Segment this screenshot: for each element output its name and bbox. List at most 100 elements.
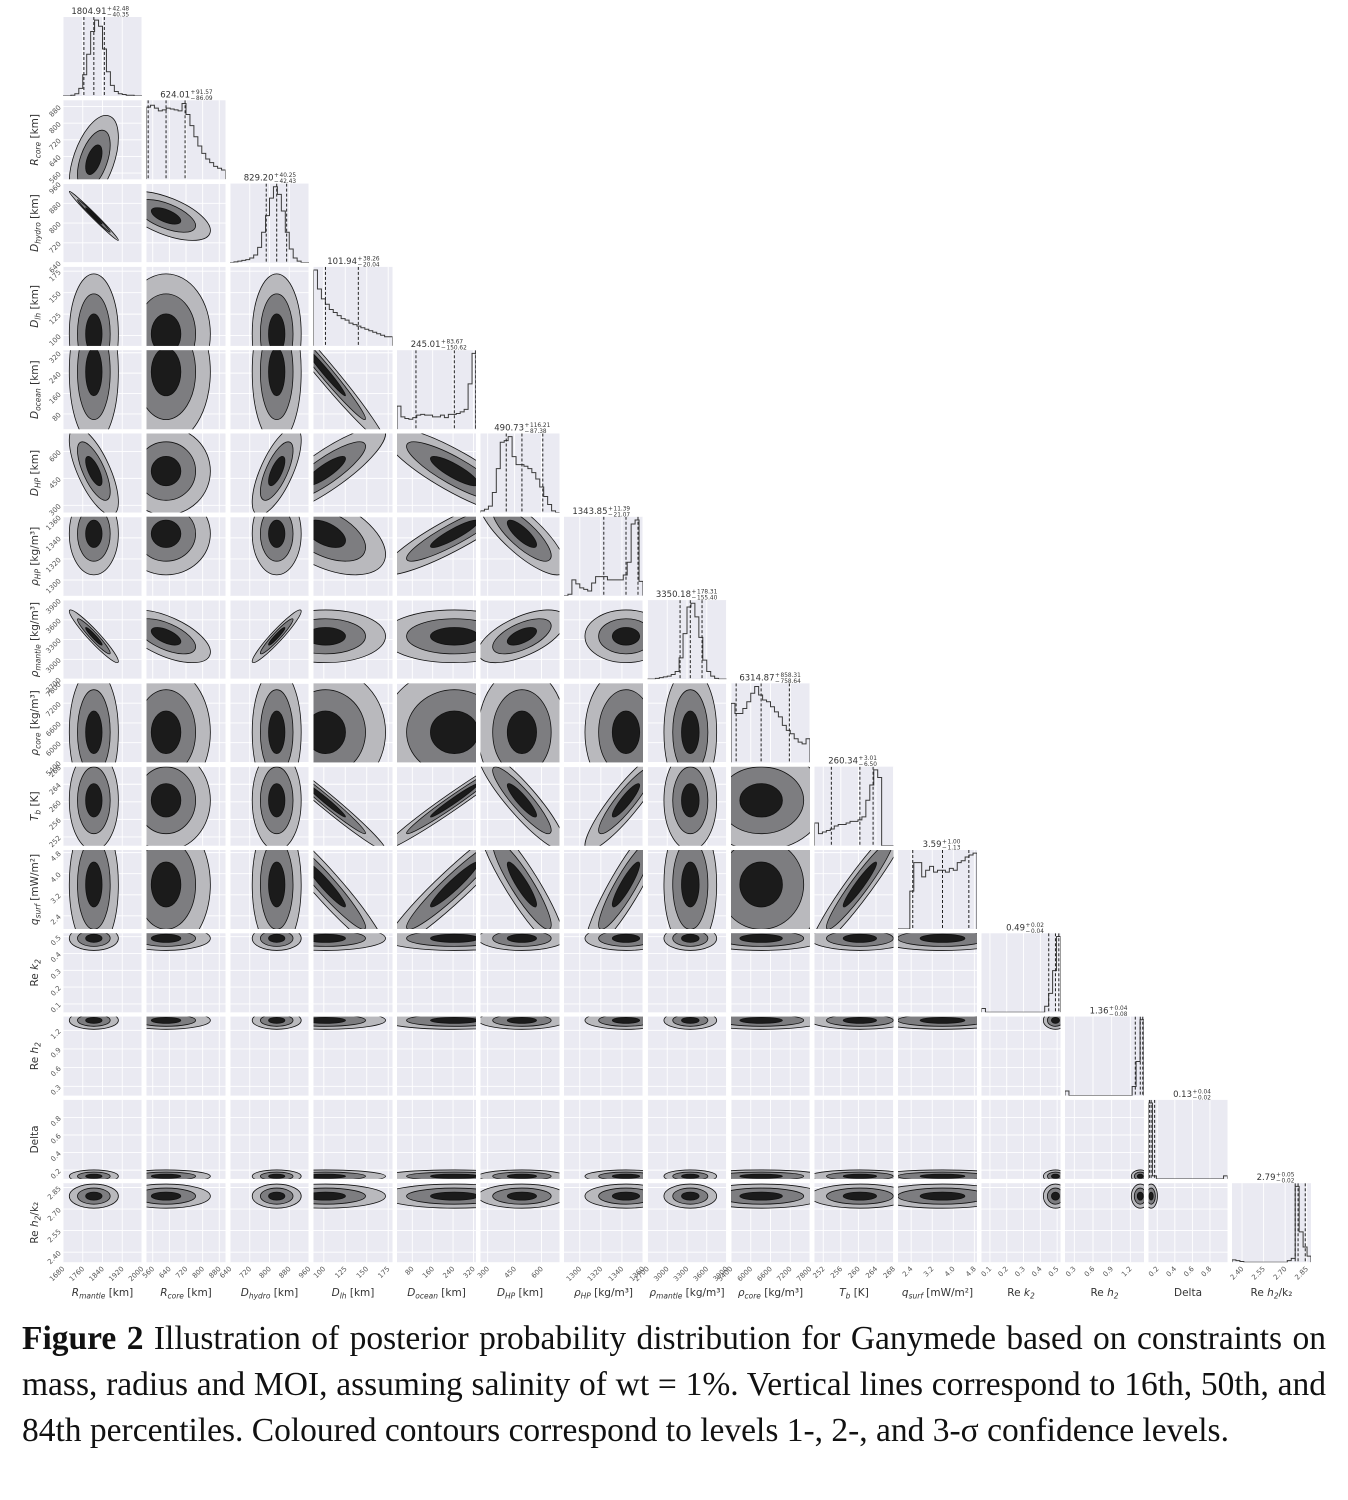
- axis-label-symbol: k: [1024, 1287, 1031, 1299]
- panel-background: [564, 1016, 643, 1096]
- panel-content: [1148, 1099, 1228, 1179]
- minus-sign: −: [942, 846, 947, 852]
- histogram-steps: [564, 519, 643, 596]
- panel-content: [480, 1016, 560, 1030]
- x-tick-label: 1840: [88, 1265, 106, 1283]
- panel-content: [663, 1016, 718, 1030]
- contour-1sigma: [681, 1016, 700, 1024]
- contour-panel: [480, 1183, 560, 1263]
- x-tick-label: 800: [258, 1265, 273, 1280]
- axis-label-symbol: D: [29, 411, 41, 419]
- axis-label-subscript: 2: [34, 959, 43, 964]
- contour-1sigma: [150, 783, 182, 818]
- panel-content: [663, 766, 718, 846]
- x-tick-label: 450: [503, 1265, 518, 1280]
- contour-1sigma: [313, 1016, 346, 1024]
- panel-content: [397, 933, 476, 951]
- contour-1sigma: [85, 207, 103, 225]
- contour-1sigma: [430, 783, 476, 818]
- contour-1sigma: [430, 1173, 476, 1179]
- panel-content: [480, 683, 560, 763]
- contour-panel: [62, 1183, 143, 1263]
- axis-label-prefix: Delta: [29, 1125, 41, 1153]
- contour-1sigma: [681, 783, 700, 818]
- axis-label-unit: /k₂: [29, 1202, 41, 1216]
- contour-panel: [814, 1099, 894, 1179]
- axis-label: Dlh [km]: [29, 285, 43, 328]
- contour-1sigma: [313, 710, 346, 754]
- panel-content: [1130, 1183, 1144, 1209]
- panel-content: [663, 683, 718, 763]
- axis-label-unit: [km]: [270, 1287, 298, 1299]
- histogram-steps: [480, 436, 560, 513]
- contour-1sigma: [430, 456, 476, 487]
- histogram-steps: [1232, 1185, 1311, 1263]
- axis-label-subscript: 2: [1274, 1292, 1279, 1301]
- histogram-steps: [981, 935, 1061, 1013]
- panel-content: [146, 683, 211, 763]
- panel-content: [1232, 1183, 1311, 1263]
- contour-panel: [397, 433, 476, 513]
- y-tick-label: 320: [48, 350, 63, 365]
- contour-panel: [62, 1099, 143, 1179]
- axis-label-symbol: D: [332, 1287, 340, 1299]
- minus-sign: −: [1276, 1179, 1281, 1185]
- axis-label-subscript: hydro: [249, 1292, 271, 1301]
- panel-background: [480, 433, 560, 513]
- contour-1sigma: [85, 313, 103, 346]
- contour-1sigma: [150, 710, 182, 754]
- panel-content: [146, 1016, 211, 1030]
- panel-content: [898, 933, 977, 951]
- contour-1sigma: [430, 861, 476, 908]
- contour-panel: [397, 1099, 476, 1179]
- panel-content: [480, 933, 560, 951]
- axis-label-prefix: Re: [29, 1054, 41, 1071]
- panel-background: [564, 1099, 643, 1179]
- contour-1sigma: [150, 627, 182, 646]
- y-tick-label: 7200: [45, 700, 63, 718]
- panel-background: [1065, 1016, 1144, 1096]
- y-tick-label: 0.4: [49, 950, 63, 964]
- contour-panel: [62, 766, 143, 846]
- x-tick-label: 2.70: [1272, 1265, 1289, 1282]
- minus-sign: −: [191, 96, 196, 102]
- panel-title-plus: 38.26: [363, 256, 380, 262]
- y-tick-label: 3000: [45, 657, 63, 675]
- y-tick-label: 450: [48, 476, 63, 491]
- x-tick-label: 0.9: [1102, 1265, 1116, 1279]
- contour-panel: [229, 350, 310, 430]
- axis-label-prefix: Re: [1251, 1287, 1268, 1299]
- y-tick-label: 0.6: [49, 1064, 63, 1078]
- axis-label-unit: [km]: [515, 1287, 543, 1299]
- axis-label-unit: [km]: [29, 450, 41, 478]
- panel-title-median: 6314.87: [739, 673, 774, 683]
- contour-panel: [397, 766, 476, 846]
- contour-1sigma: [506, 1016, 537, 1024]
- contour-1sigma: [85, 1173, 103, 1179]
- panel-content: [397, 350, 476, 430]
- y-tick-label: 252: [48, 834, 63, 849]
- x-tick-label: 3.2: [922, 1265, 936, 1279]
- y-tick-label: 720: [48, 240, 63, 255]
- y-tick-label: 160: [48, 391, 63, 406]
- contour-panel: [229, 766, 310, 846]
- contour-panel: [730, 933, 811, 1013]
- panel-title-plus: 0.04: [1115, 1006, 1128, 1012]
- axis-label-symbol: D: [29, 488, 41, 496]
- panel-title-minus: 87.38: [530, 429, 547, 435]
- contour-panel: [564, 599, 644, 680]
- contour-panel: [146, 516, 226, 596]
- panel-background: [814, 766, 894, 846]
- panel-content: [480, 850, 560, 929]
- plus-sign: +: [1276, 1173, 1281, 1179]
- panel-content: [146, 350, 211, 430]
- panel-background: [397, 1099, 476, 1179]
- panel-content: [68, 683, 119, 763]
- panel-title-plus: 42.48: [113, 7, 130, 13]
- panel-title-plus: 116.21: [530, 423, 551, 429]
- panel-content: [1042, 1183, 1061, 1209]
- axis-label: Dlh [km]: [332, 1287, 375, 1301]
